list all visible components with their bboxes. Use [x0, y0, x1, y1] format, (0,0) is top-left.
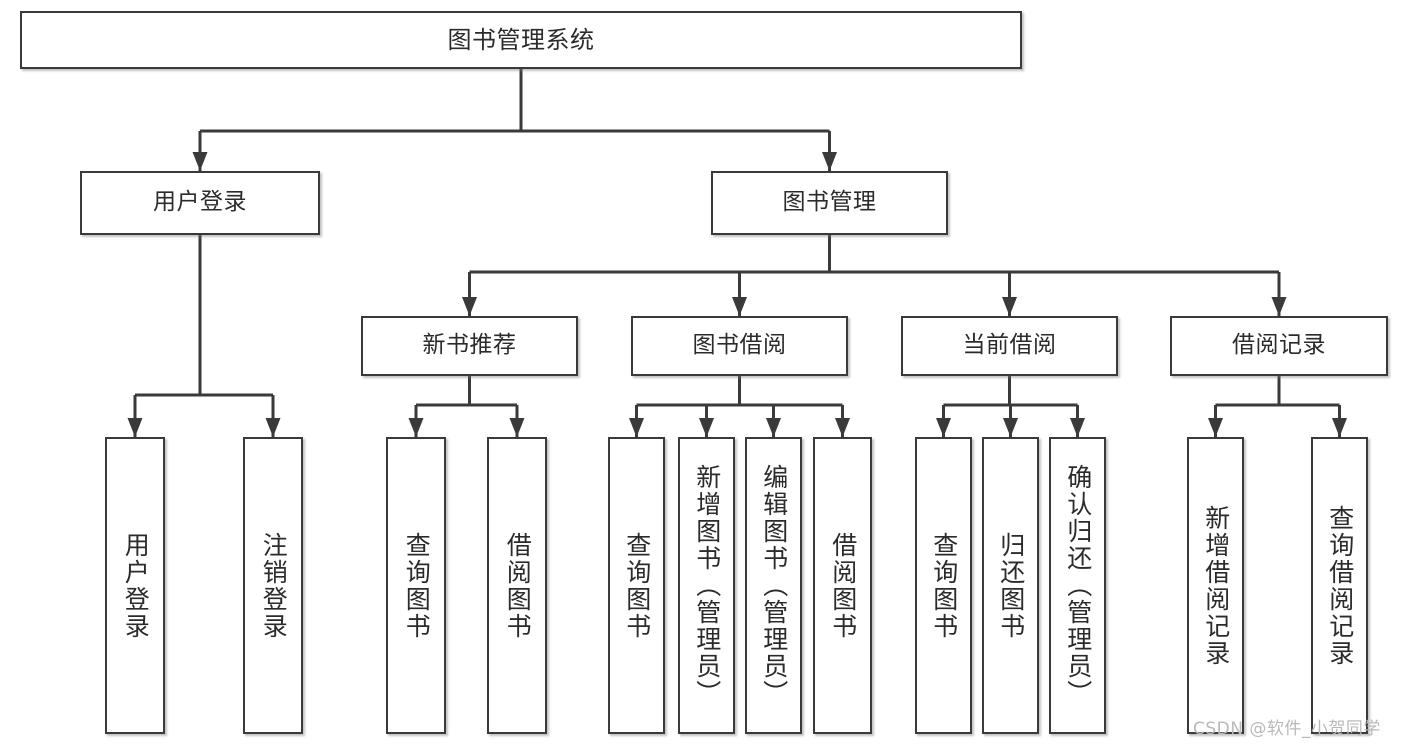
- node-label: 图书管理: [782, 189, 877, 216]
- node-new-book-recommendation[interactable]: 新书推荐: [361, 316, 578, 376]
- node-label: 借阅图书: [828, 531, 858, 640]
- leaf-confirm-return-admin[interactable]: 确认归还（管理员）: [1049, 437, 1106, 734]
- leaf-edit-book-admin[interactable]: 编辑图书（管理员）: [745, 437, 802, 734]
- node-label: 用户登录: [121, 531, 151, 640]
- leaf-add-book-admin[interactable]: 新增图书（管理员）: [678, 437, 735, 734]
- node-label: 查询借阅记录: [1325, 504, 1355, 667]
- node-label: 借阅记录: [1232, 332, 1326, 359]
- node-label: 图书管理系统: [447, 25, 595, 54]
- leaf-query-book-borrow[interactable]: 查询图书: [608, 437, 665, 734]
- leaf-return-book[interactable]: 归还图书: [982, 437, 1039, 734]
- node-current-borrow[interactable]: 当前借阅: [901, 316, 1118, 376]
- node-label: 新增图书（管理员）: [692, 464, 722, 707]
- leaf-user-login[interactable]: 用户登录: [105, 437, 165, 734]
- node-label: 用户登录: [153, 189, 247, 216]
- leaf-query-borrow-record[interactable]: 查询借阅记录: [1311, 437, 1368, 734]
- leaf-query-book-current[interactable]: 查询图书: [915, 437, 972, 734]
- node-label: 注销登录: [259, 531, 289, 640]
- node-label: 新书推荐: [422, 332, 517, 359]
- node-label: 新增借阅记录: [1201, 504, 1231, 667]
- leaf-query-book-recommendation[interactable]: 查询图书: [386, 437, 446, 734]
- node-label: 当前借阅: [962, 332, 1057, 359]
- node-label: 确认归还（管理员）: [1063, 464, 1093, 707]
- node-label: 查询图书: [929, 531, 959, 640]
- node-label: 归还图书: [996, 531, 1026, 640]
- leaf-logout[interactable]: 注销登录: [243, 437, 303, 734]
- node-root-book-management-system[interactable]: 图书管理系统: [20, 11, 1022, 69]
- leaf-add-borrow-record[interactable]: 新增借阅记录: [1187, 437, 1244, 734]
- node-label: 查询图书: [402, 531, 432, 640]
- node-label: 编辑图书（管理员）: [759, 464, 789, 707]
- node-label: 图书借阅: [692, 332, 787, 359]
- node-label: 查询图书: [622, 531, 652, 640]
- node-label: 借阅图书: [503, 531, 533, 640]
- node-book-borrow[interactable]: 图书借阅: [631, 316, 848, 376]
- node-book-management[interactable]: 图书管理: [711, 171, 948, 235]
- node-user-login[interactable]: 用户登录: [80, 171, 320, 235]
- leaf-borrow-book[interactable]: 借阅图书: [813, 437, 872, 734]
- node-borrow-record[interactable]: 借阅记录: [1170, 316, 1388, 376]
- leaf-borrow-book-recommendation[interactable]: 借阅图书: [487, 437, 547, 734]
